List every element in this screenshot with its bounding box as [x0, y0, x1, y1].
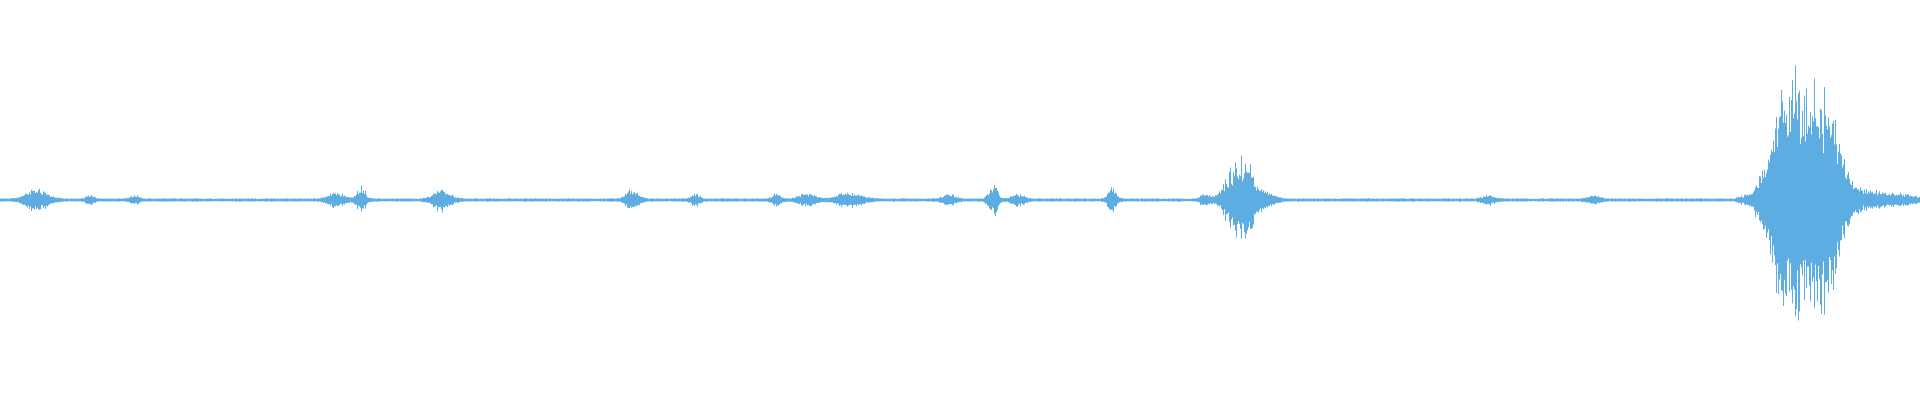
waveform-samples [0, 65, 1920, 321]
waveform-trace [0, 65, 1920, 321]
